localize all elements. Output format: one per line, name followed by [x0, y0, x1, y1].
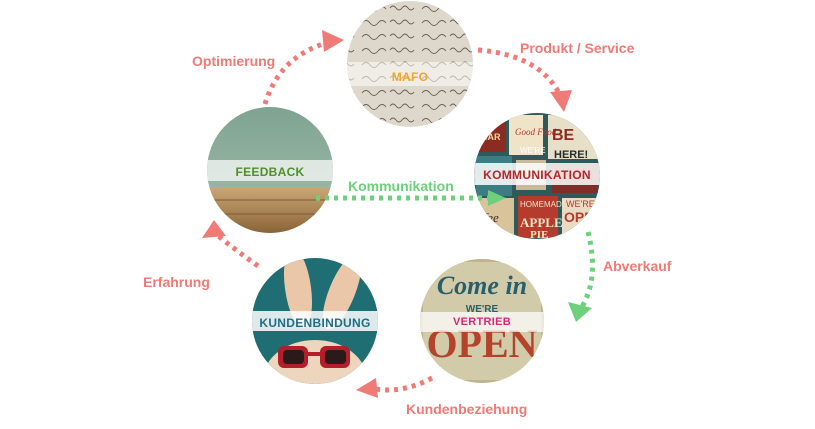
arrow-kundenbeziehung — [369, 375, 434, 393]
cycle-arrows — [202, 30, 595, 398]
edge-label-abverkauf: Abverkauf — [603, 258, 672, 274]
node-feedback — [207, 107, 333, 233]
komm-sign-coffee: ffee — [480, 210, 499, 225]
node-vertrieb: Come in WE'RE OPEN — [420, 259, 544, 383]
arrow-optimierung — [262, 39, 331, 105]
node-label-feedback: FEEDBACK — [235, 165, 305, 179]
edge-label-kommunikation: Kommunikation — [348, 178, 454, 194]
arrow-optimierung-head — [322, 30, 344, 52]
node-label-kundenbindung: KUNDENBINDUNG — [259, 316, 371, 330]
node-label-mafo: MAFO — [391, 70, 429, 84]
edge-label-erfahrung: Erfahrung — [143, 274, 210, 290]
komm-sign-be: BE — [552, 127, 575, 144]
komm-sign-apple: APPLE — [520, 215, 563, 230]
node-kundenbindung — [252, 258, 378, 384]
komm-sign-were: WE'RE — [520, 146, 546, 155]
komm-sign-goodfood: Good Food — [515, 127, 557, 137]
komm-sign-homemade: HOMEMADE — [520, 200, 567, 209]
komm-sign-bar: BAR — [481, 132, 501, 142]
edge-label-produkt-service: Produkt / Service — [520, 40, 635, 56]
arrow-produkt-service — [477, 47, 563, 97]
arrow-kundenbeziehung-head — [356, 378, 378, 398]
edge-label-kundenbeziehung: Kundenbeziehung — [406, 401, 528, 417]
node-label-kommunikation: KOMMUNIKATION — [483, 168, 591, 182]
vertrieb-sign-were: WE'RE — [466, 304, 499, 315]
arrow-produkt-service-head — [550, 90, 572, 112]
arrow-erfahrung-head — [202, 220, 226, 238]
node-label-vertrieb: VERTRIEB — [452, 316, 512, 328]
komm-sign-here: HERE! — [554, 149, 588, 161]
bunny-ear-left — [283, 258, 313, 328]
arrow-kommunikation-head — [488, 190, 506, 206]
komm-sign-were2: WE'RE — [566, 199, 595, 209]
arrow-erfahrung — [212, 230, 260, 269]
bunny-ear-right — [322, 258, 362, 330]
node-mafo — [347, 1, 473, 127]
vertrieb-sign-comein: Come in — [437, 271, 527, 300]
komm-sign-open: OPEN — [564, 209, 604, 225]
arrow-abverkauf-head — [568, 302, 592, 322]
arrow-abverkauf — [577, 231, 595, 312]
edge-label-optimierung: Optimierung — [192, 53, 276, 69]
komm-sign-pie: PIE — [530, 229, 548, 241]
